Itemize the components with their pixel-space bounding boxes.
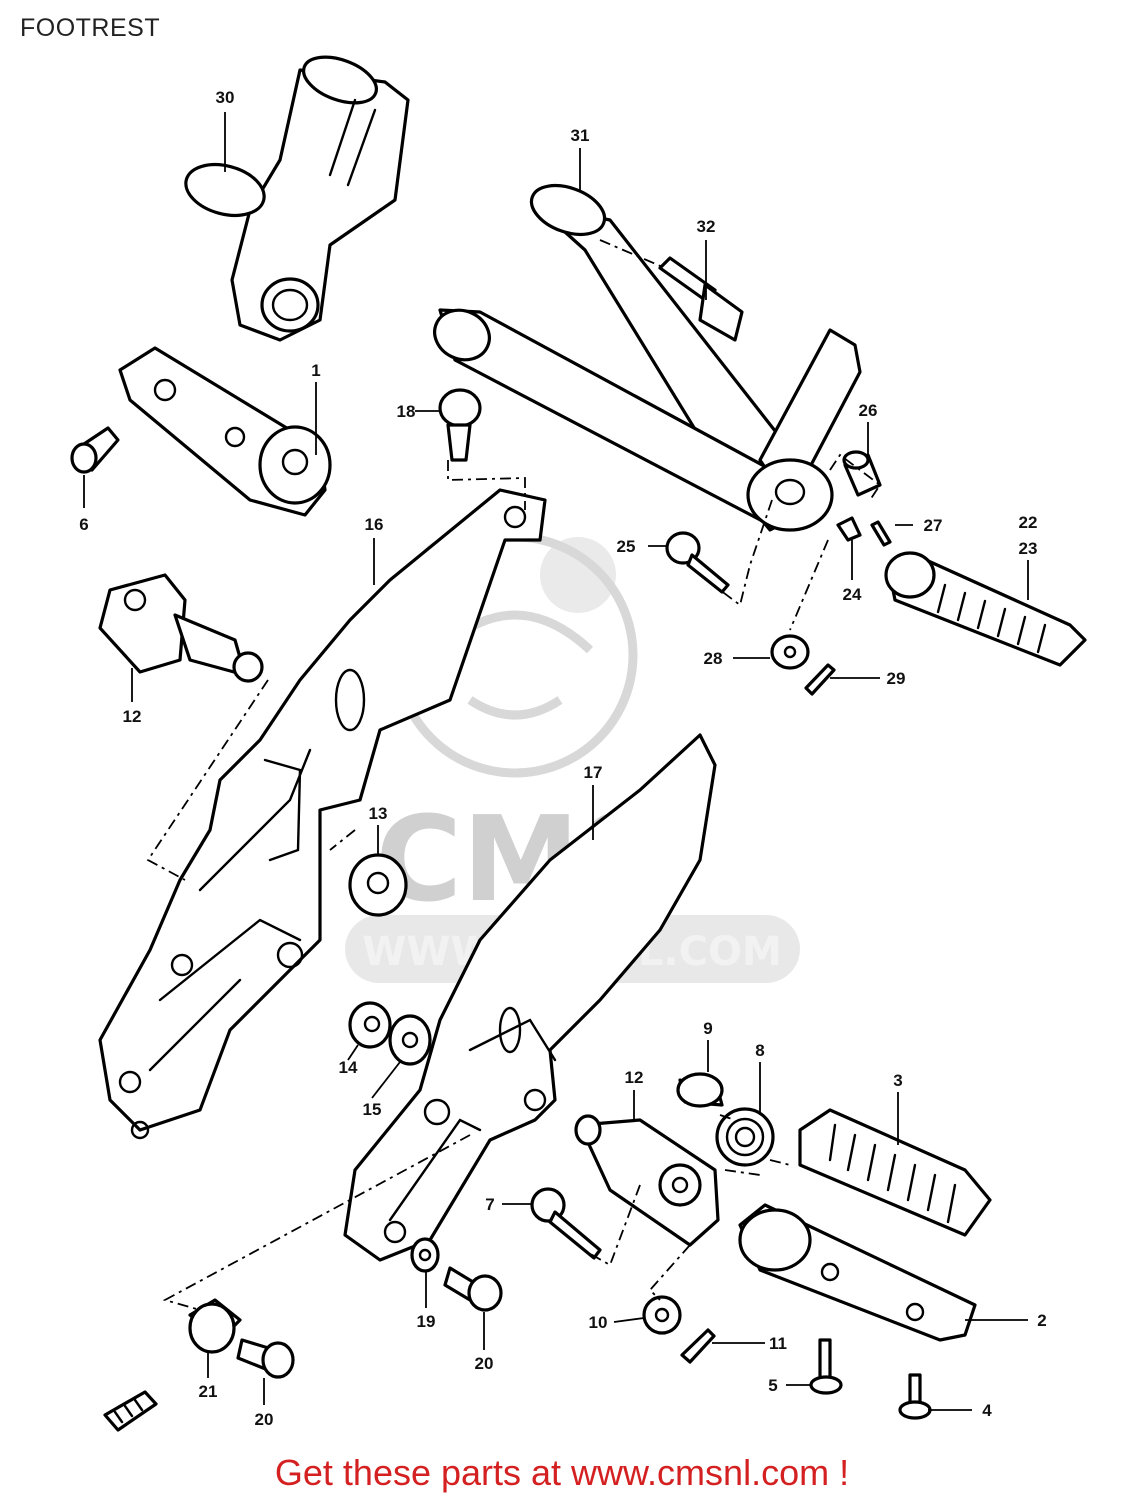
callout-labels: 30 31 32 1 6 18 16 26 25 24 27 22 23 28 … bbox=[79, 88, 1046, 1429]
callout-26: 26 bbox=[859, 401, 878, 420]
part-31-footrest-arm bbox=[433, 183, 862, 532]
part-13-nut bbox=[348, 853, 408, 917]
callout-12-upper: 12 bbox=[123, 707, 142, 726]
part-25-pin bbox=[665, 531, 730, 594]
callout-12-lower: 12 bbox=[625, 1068, 644, 1087]
part-30-bracket bbox=[184, 55, 410, 342]
callout-18: 18 bbox=[397, 402, 416, 421]
callout-7: 7 bbox=[485, 1195, 494, 1214]
leader-lines bbox=[83, 112, 1029, 1411]
callout-21: 21 bbox=[199, 1382, 218, 1401]
callout-15: 15 bbox=[363, 1100, 382, 1119]
callout-31: 31 bbox=[571, 126, 590, 145]
part-27-pin bbox=[870, 520, 892, 547]
callout-4: 4 bbox=[982, 1401, 992, 1420]
fastener-bottom-left bbox=[103, 1390, 158, 1432]
parts-link-banner[interactable]: Get these parts at www.cmsnl.com ! bbox=[274, 1452, 850, 1493]
callout-19: 19 bbox=[417, 1312, 436, 1331]
part-9-pin bbox=[676, 1072, 724, 1108]
callout-5: 5 bbox=[768, 1376, 777, 1395]
part-14-nut bbox=[348, 1001, 392, 1049]
callout-20-upper: 20 bbox=[475, 1354, 494, 1373]
part-1-footrest-base bbox=[118, 346, 332, 517]
part-32-bolt bbox=[658, 256, 744, 342]
part-4-screw bbox=[898, 1373, 932, 1420]
callout-3: 3 bbox=[893, 1071, 902, 1090]
part-29-cotter-pin bbox=[804, 663, 836, 696]
part-6-bolt bbox=[70, 426, 120, 474]
callout-23: 23 bbox=[1019, 539, 1038, 558]
part-28-washer bbox=[770, 634, 810, 670]
callout-2: 2 bbox=[1037, 1311, 1046, 1330]
part-10-washer bbox=[642, 1295, 682, 1335]
part-19-washer bbox=[410, 1237, 440, 1273]
callout-30: 30 bbox=[216, 88, 235, 107]
part-5-screw bbox=[809, 1338, 843, 1395]
assembly-lines bbox=[146, 239, 882, 1311]
part-15-washer bbox=[388, 1014, 432, 1066]
part-16-footrest-plate bbox=[98, 488, 547, 1140]
callout-25: 25 bbox=[617, 537, 636, 556]
part-26-pin bbox=[842, 450, 882, 497]
callout-24: 24 bbox=[843, 585, 862, 604]
callout-17: 17 bbox=[584, 763, 603, 782]
part-18-bolt bbox=[438, 388, 482, 462]
callout-9: 9 bbox=[703, 1019, 712, 1038]
part-11-cotter-pin bbox=[680, 1328, 716, 1364]
callout-11: 11 bbox=[769, 1334, 787, 1353]
part-21-collar bbox=[188, 1298, 242, 1354]
page-title: FOOTREST bbox=[20, 14, 161, 42]
callout-28: 28 bbox=[704, 649, 723, 668]
callout-14: 14 bbox=[339, 1058, 358, 1077]
part-22-23-footrest bbox=[884, 551, 1087, 667]
part-12-adjuster-lower bbox=[574, 1114, 720, 1247]
callout-20-lower: 20 bbox=[255, 1410, 274, 1429]
callout-6: 6 bbox=[79, 515, 88, 534]
part-3-footrest-rubber bbox=[798, 1108, 992, 1237]
part-7-pin bbox=[530, 1187, 602, 1260]
part-12-adjuster-upper bbox=[98, 573, 264, 683]
part-20-bolt-lower bbox=[236, 1338, 295, 1379]
part-2-footrest bbox=[738, 1203, 977, 1342]
callout-10: 10 bbox=[589, 1313, 608, 1332]
callout-1: 1 bbox=[311, 361, 320, 380]
callout-29: 29 bbox=[887, 669, 906, 688]
callout-32: 32 bbox=[697, 217, 716, 236]
callout-13: 13 bbox=[369, 804, 388, 823]
callout-8: 8 bbox=[755, 1041, 764, 1060]
callout-16: 16 bbox=[365, 515, 384, 534]
part-8-spring bbox=[715, 1107, 775, 1167]
part-24-ball bbox=[836, 516, 862, 542]
part-20-bolt-upper bbox=[443, 1266, 503, 1312]
callout-27: 27 bbox=[924, 516, 943, 535]
callout-22: 22 bbox=[1019, 513, 1038, 532]
